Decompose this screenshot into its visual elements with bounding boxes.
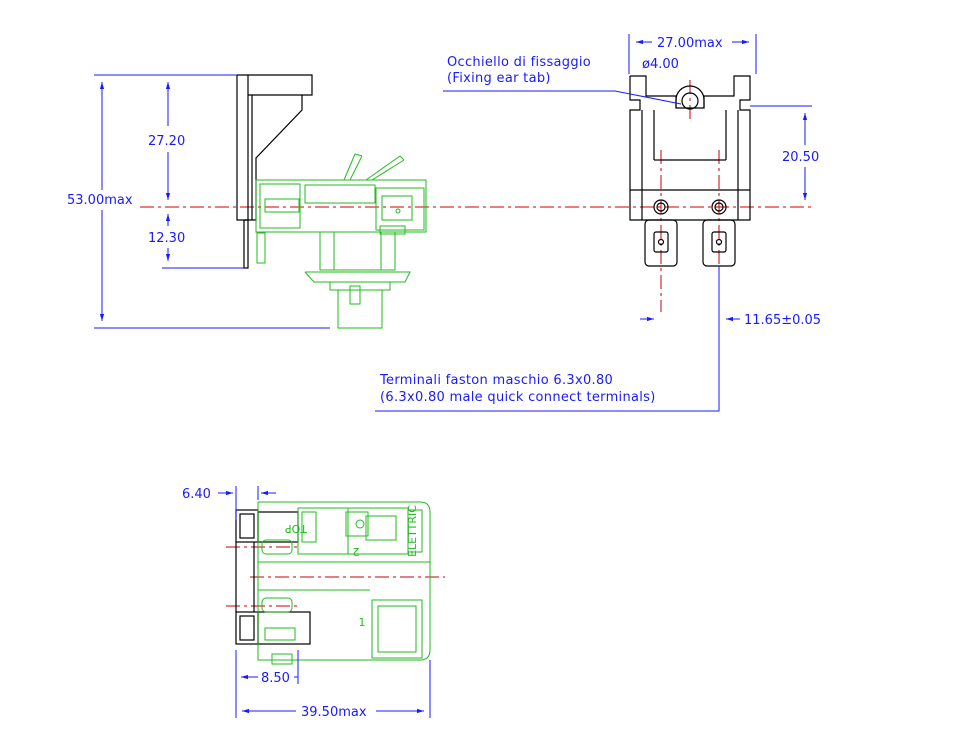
dim-offset: 6.40 bbox=[182, 487, 211, 502]
marking-text: ELETTRIC bbox=[406, 505, 419, 557]
top-mark: TOP bbox=[285, 522, 308, 535]
note-terminals-en: (6.3x0.80 male quick connect terminals) bbox=[380, 390, 656, 405]
dim-height-max: 53.00max bbox=[67, 193, 133, 208]
dim-length-max: 39.50max bbox=[301, 705, 367, 720]
note-terminals-it: Terminali faston maschio 6.3x0.80 bbox=[379, 373, 613, 388]
dim-upper: 27.20 bbox=[148, 134, 185, 149]
centerlines bbox=[140, 80, 812, 607]
dim-pitch: 11.65±0.05 bbox=[744, 313, 821, 328]
pin-1-mark: 1 bbox=[359, 616, 366, 629]
side-bracket bbox=[236, 74, 313, 269]
front-bracket bbox=[629, 75, 751, 267]
pin-2-mark: 2 bbox=[353, 545, 360, 558]
dim-inner: 8.50 bbox=[261, 671, 290, 686]
dim-ear-height: 20.50 bbox=[782, 150, 819, 165]
note-fixing-en: (Fixing ear tab) bbox=[447, 71, 551, 86]
dim-hole: ø4.00 bbox=[642, 57, 679, 72]
top-dimensions bbox=[218, 486, 431, 718]
side-device bbox=[255, 153, 427, 329]
top-device bbox=[257, 501, 431, 665]
front-view bbox=[629, 75, 751, 267]
note-fixing-it: Occhiello di fissaggio bbox=[447, 55, 591, 70]
side-dimensions bbox=[94, 74, 330, 329]
dim-lower: 12.30 bbox=[148, 231, 185, 246]
front-dimensions bbox=[375, 34, 812, 412]
side-view bbox=[236, 74, 427, 329]
dim-width-max: 27.00max bbox=[657, 36, 723, 51]
top-view: TOP 2 1 ELETTRIC bbox=[235, 501, 431, 665]
